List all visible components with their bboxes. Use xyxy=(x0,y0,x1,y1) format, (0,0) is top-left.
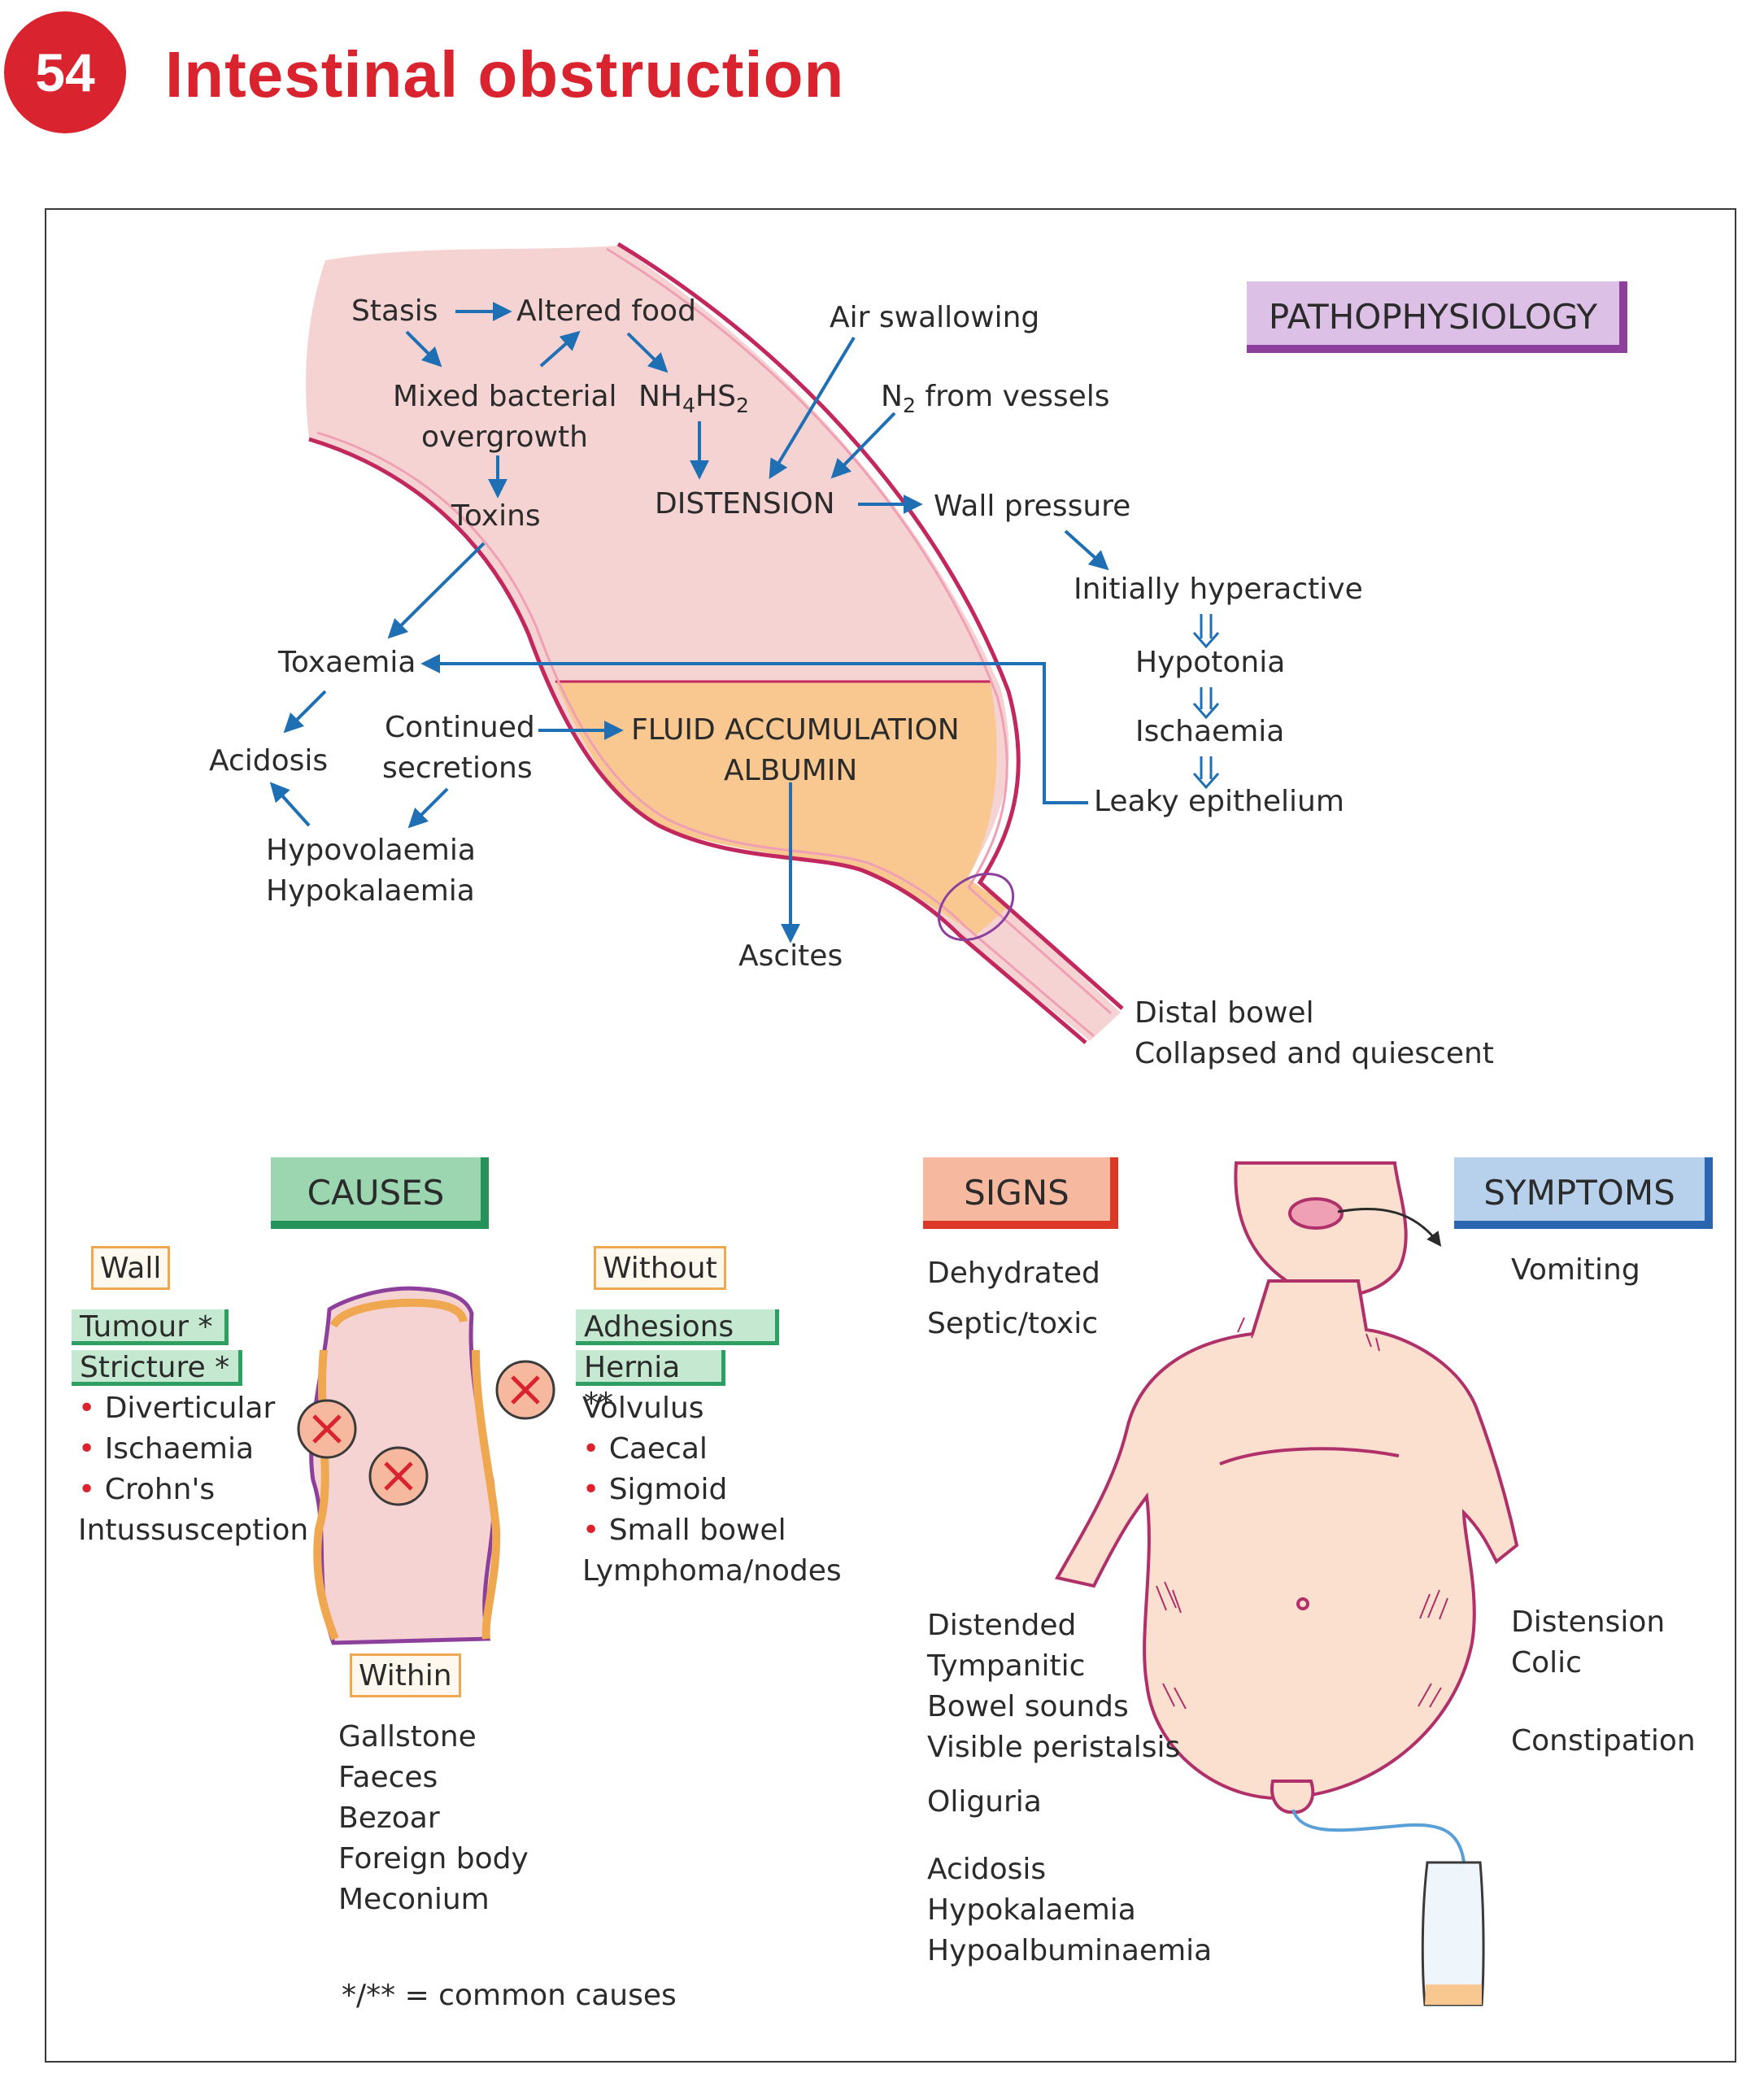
label-acidosis: Acidosis xyxy=(209,744,329,778)
label-albumin: ALBUMIN xyxy=(724,754,858,787)
without-cause-list: Volvulus Caecal Sigmoid Small bowel Lymp… xyxy=(582,1388,842,1592)
label-continued: Continued xyxy=(385,711,535,744)
label-leaky-epithelium: Leaky epithelium xyxy=(1094,785,1344,818)
cause-faeces: Faeces xyxy=(338,1761,438,1794)
label-stasis: Stasis xyxy=(351,294,438,328)
label-distal-bowel: Distal bowel xyxy=(1135,996,1314,1030)
label-ischaemia: Ischaemia xyxy=(1135,715,1285,748)
sign-septic-toxic: Septic/toxic xyxy=(927,1307,1099,1340)
label-ascites: Ascites xyxy=(738,939,843,973)
cause-diverticular: Diverticular xyxy=(78,1388,308,1429)
label-toxaemia: Toxaemia xyxy=(278,646,416,679)
drainage-bag-icon xyxy=(1291,1809,1485,2006)
symptoms-badge: SYMPTOMS xyxy=(1454,1157,1713,1229)
symptom-distension: Distension xyxy=(1511,1605,1666,1639)
chapter-number-badge: 54 xyxy=(4,11,126,133)
symptom-constipation: Constipation xyxy=(1511,1724,1696,1758)
cross-mark-icon xyxy=(368,1446,429,1506)
cause-adhesions: Adhesions ** xyxy=(576,1309,779,1379)
cause-lymphoma-nodes: Lymphoma/nodes xyxy=(582,1554,842,1588)
cause-ischaemia: Ischaemia xyxy=(78,1429,308,1470)
patient-figure-drawing xyxy=(1054,1161,1519,1814)
wall-cause-list: Diverticular Ischaemia Crohn's Intussusc… xyxy=(78,1388,308,1551)
symptom-colic: Colic xyxy=(1511,1646,1582,1679)
cause-bezoar: Bezoar xyxy=(338,1801,440,1835)
signs-badge: SIGNS xyxy=(923,1157,1118,1229)
figure-panel xyxy=(45,208,1736,2063)
category-wall: Wall xyxy=(91,1246,171,1290)
cause-tumour: Tumour * xyxy=(72,1309,229,1345)
cause-meconium: Meconium xyxy=(338,1883,490,1916)
sign-hypoalbuminaemia: Hypoalbuminaemia xyxy=(927,1934,1213,1967)
cross-mark-icon xyxy=(495,1360,555,1420)
pathophysiology-badge: PATHOPHYSIOLOGY xyxy=(1247,281,1627,353)
label-altered-food: Altered food xyxy=(516,294,696,328)
label-nh4hs2: NH4HS2 xyxy=(638,380,749,418)
signs-lab-list: Acidosis Hypokalaemia Hypoalbuminaemia xyxy=(927,1849,1212,1971)
sign-bowel-sounds: Bowel sounds xyxy=(927,1690,1129,1723)
label-overgrowth: overgrowth xyxy=(421,420,588,454)
cause-gallstone: Gallstone xyxy=(338,1720,477,1753)
signs-abdominal-list: Distended Tympanitic Bowel sounds Visibl… xyxy=(927,1605,1180,1768)
label-toxins: Toxins xyxy=(451,499,541,533)
category-within: Within xyxy=(350,1653,461,1697)
cause-hernia: Hernia ** xyxy=(576,1350,725,1420)
sign-hypokalaemia: Hypokalaemia xyxy=(927,1893,1136,1927)
category-without: Without xyxy=(594,1246,726,1290)
label-mixed-bacterial: Mixed bacterial xyxy=(393,380,617,413)
down-double-arrow-icon xyxy=(1192,614,1220,790)
sign-acidosis: Acidosis xyxy=(927,1853,1047,1886)
cause-foreign-body: Foreign body xyxy=(338,1842,529,1875)
pathway-arrows xyxy=(269,302,1109,943)
label-hypovolaemia: Hypovolaemia xyxy=(266,834,476,867)
within-cause-list: Gallstone Faeces Bezoar Foreign body Mec… xyxy=(338,1717,529,1920)
sign-visible-peristalsis: Visible peristalsis xyxy=(927,1731,1181,1764)
label-air-swallowing: Air swallowing xyxy=(830,301,1040,334)
causes-footnote: */** = common causes xyxy=(342,1979,677,2012)
cause-crohns: Crohn's xyxy=(78,1470,308,1510)
sign-distended: Distended xyxy=(927,1609,1077,1642)
cause-small-bowel: Small bowel xyxy=(582,1510,842,1551)
label-hypotonia: Hypotonia xyxy=(1135,646,1286,679)
label-wall-pressure: Wall pressure xyxy=(934,490,1131,523)
distended-bowel-drawing xyxy=(306,242,1124,1044)
symptom-vomiting: Vomiting xyxy=(1511,1253,1640,1287)
label-n2-from-vessels: N2 from vessels xyxy=(881,380,1110,418)
cause-intussusception: Intussusception xyxy=(78,1514,309,1547)
sign-oliguria: Oliguria xyxy=(927,1785,1042,1819)
label-distension: DISTENSION xyxy=(655,487,835,521)
signs-general-list: Dehydrated Septic/toxic xyxy=(927,1248,1100,1349)
cause-sigmoid: Sigmoid xyxy=(582,1470,842,1510)
label-collapsed-quiescent: Collapsed and quiescent xyxy=(1135,1037,1494,1070)
sign-tympanitic: Tympanitic xyxy=(927,1649,1086,1683)
cause-volvulus: Volvulus xyxy=(582,1392,704,1425)
page-title: Intestinal obstruction xyxy=(165,38,845,111)
cause-caecal: Caecal xyxy=(582,1429,842,1470)
cause-stricture: Stricture * xyxy=(72,1350,242,1386)
sign-dehydrated: Dehydrated xyxy=(927,1257,1100,1290)
symptoms-abdominal-list: Distension Colic xyxy=(1511,1602,1665,1684)
causes-badge: CAUSES xyxy=(271,1157,489,1229)
label-secretions: secretions xyxy=(382,751,533,785)
label-fluid-accumulation: FLUID ACCUMULATION xyxy=(631,713,960,747)
label-initially-hyperactive: Initially hyperactive xyxy=(1074,573,1363,606)
label-hypokalaemia: Hypokalaemia xyxy=(266,874,475,908)
